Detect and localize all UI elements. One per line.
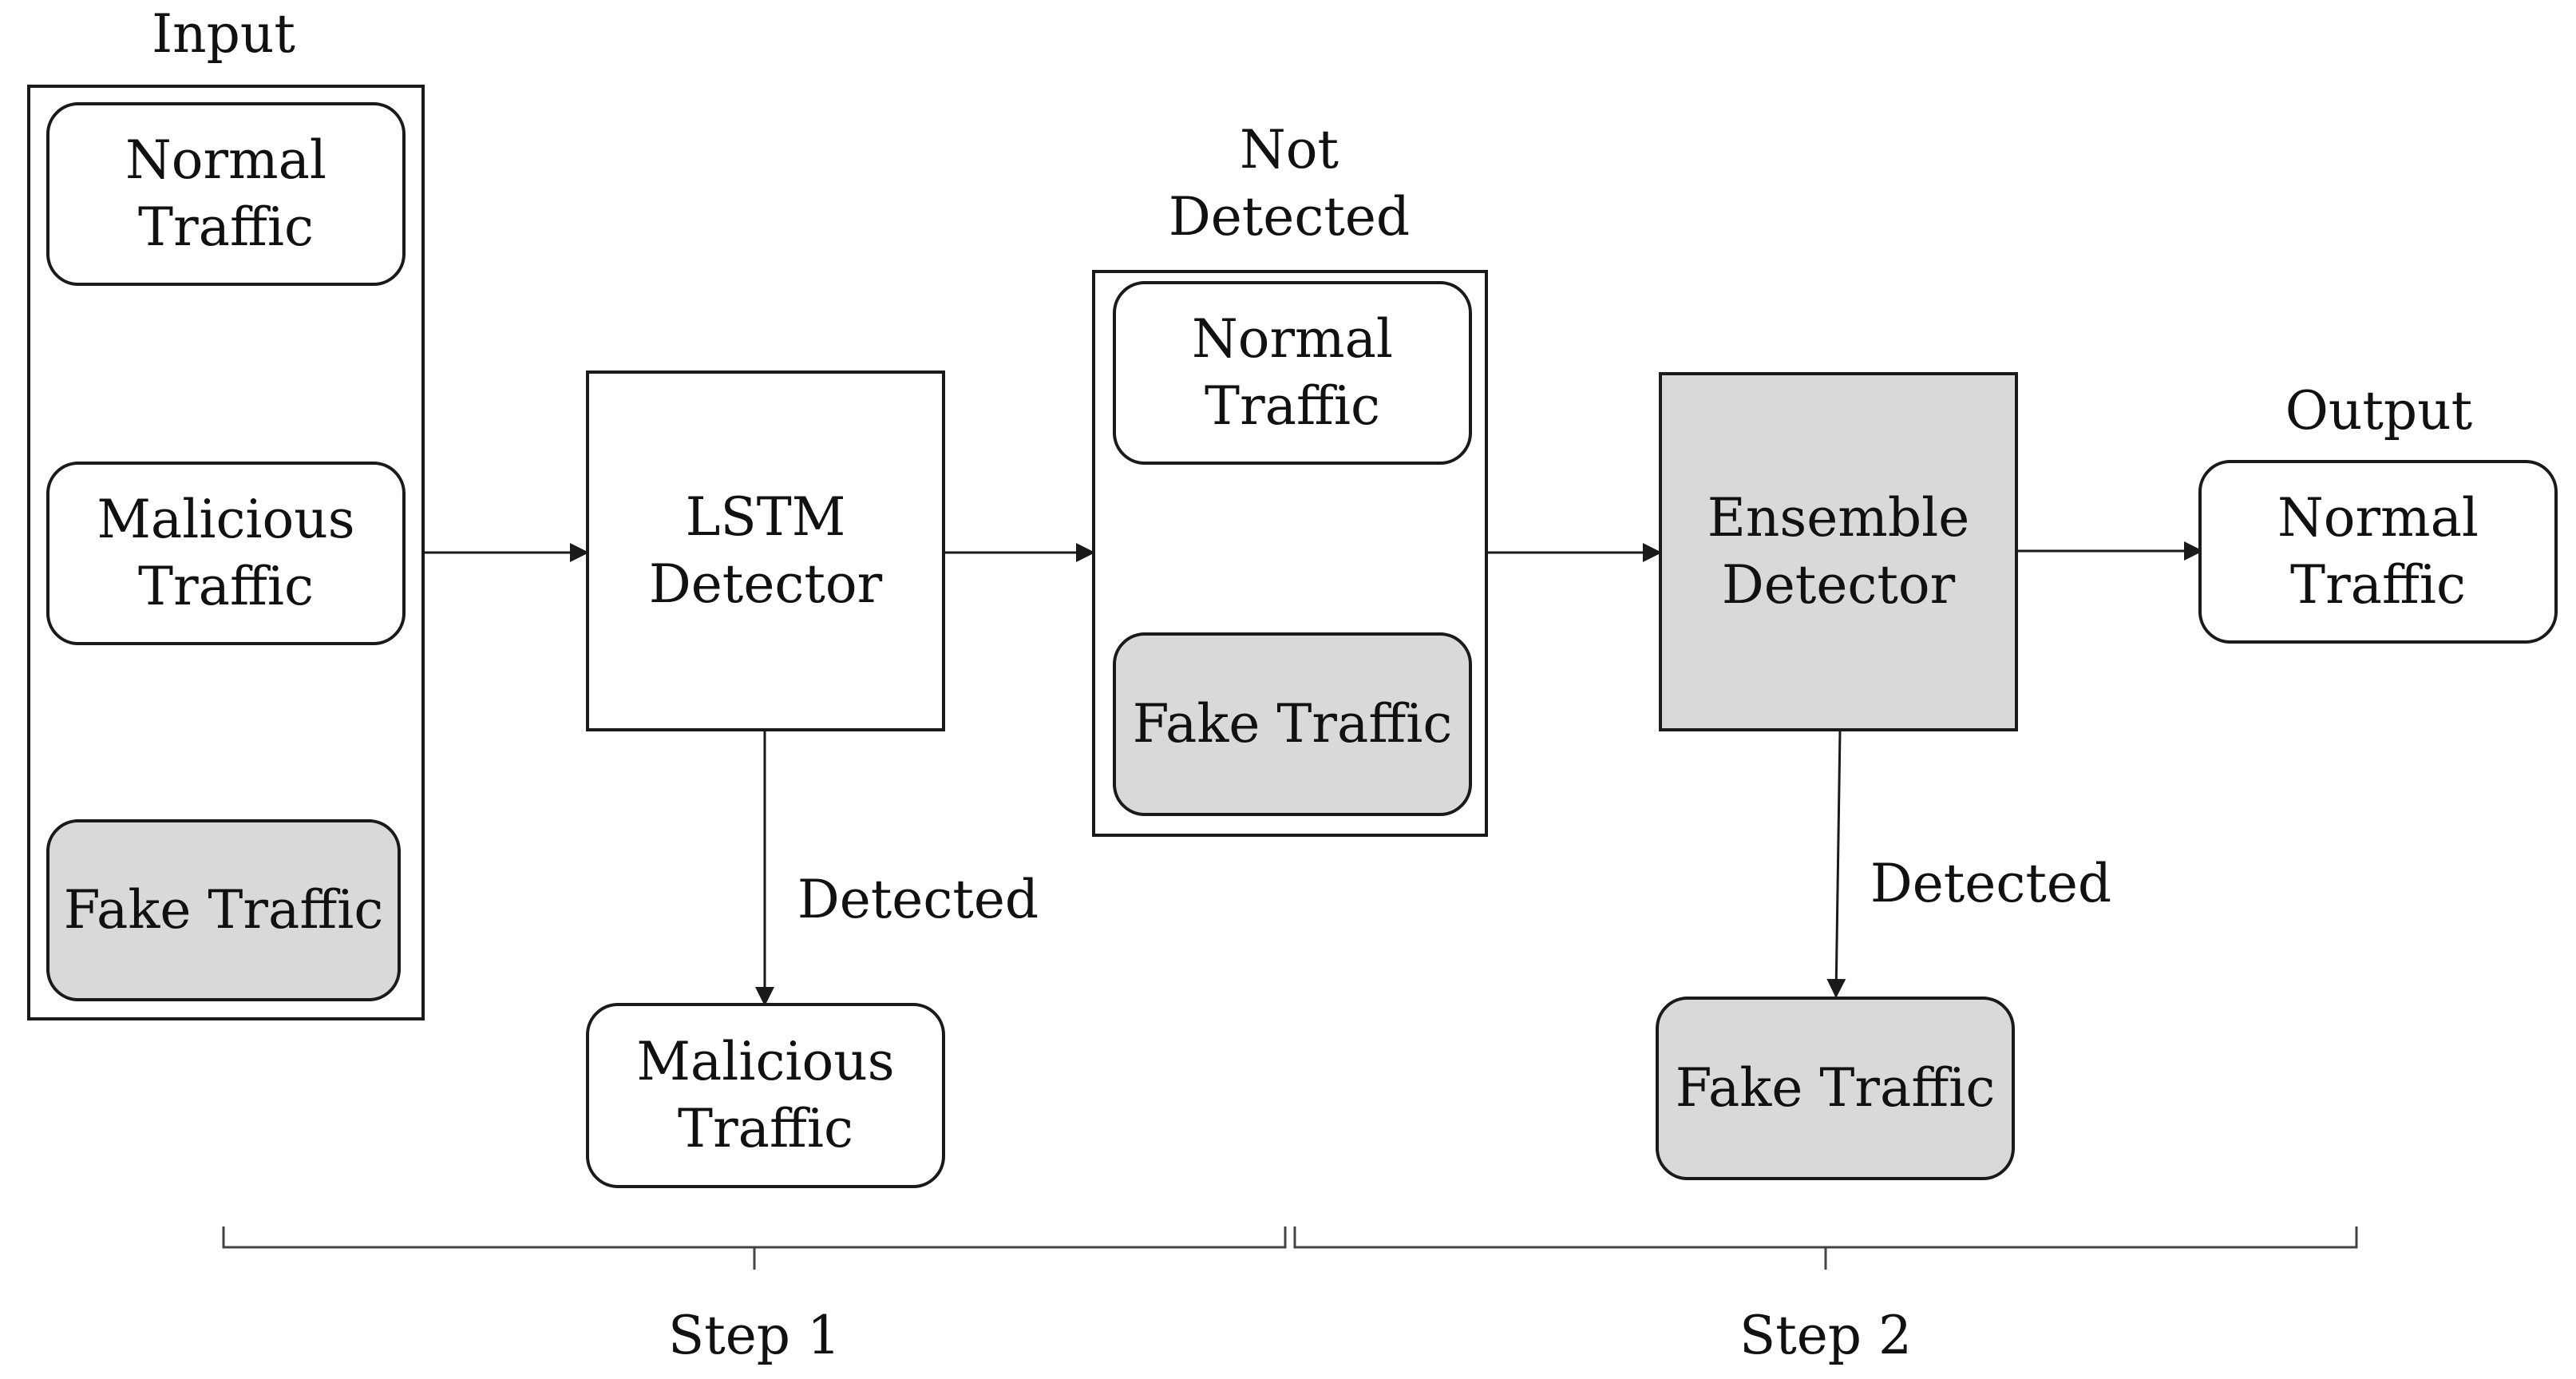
ensemble-detector: Ensemble Detector (1659, 372, 2018, 731)
output-normal-traffic: Normal Traffic (2198, 460, 2558, 644)
ensemble-detected-label: Detected (1870, 853, 2112, 914)
output-title: Output (2285, 380, 2473, 442)
input-fake-traffic: Fake Traffic (46, 819, 401, 1001)
fake-traffic-output: Fake Traffic (1656, 997, 2015, 1180)
not-detected-group (1092, 270, 1488, 837)
step1-label: Step 1 (667, 1305, 841, 1366)
step1-brace (222, 1226, 1287, 1270)
input-title: Input (152, 3, 295, 65)
input-malicious-traffic: Malicious Traffic (46, 462, 406, 645)
not-detected-title: Not Detected (1168, 119, 1411, 248)
step2-brace (1293, 1226, 2358, 1270)
not-detected-fake-traffic: Fake Traffic (1113, 632, 1472, 816)
arrow-ensemble-to-fake (1826, 730, 1846, 998)
malicious-traffic-output: Malicious Traffic (586, 1003, 945, 1188)
lstm-detected-label: Detected (797, 869, 1039, 930)
input-group (27, 85, 425, 1020)
input-normal-traffic: Normal Traffic (46, 102, 406, 286)
not-detected-normal-traffic: Normal Traffic (1113, 281, 1472, 465)
lstm-detector: LSTM Detector (586, 371, 945, 731)
step2-label: Step 2 (1739, 1305, 1912, 1366)
